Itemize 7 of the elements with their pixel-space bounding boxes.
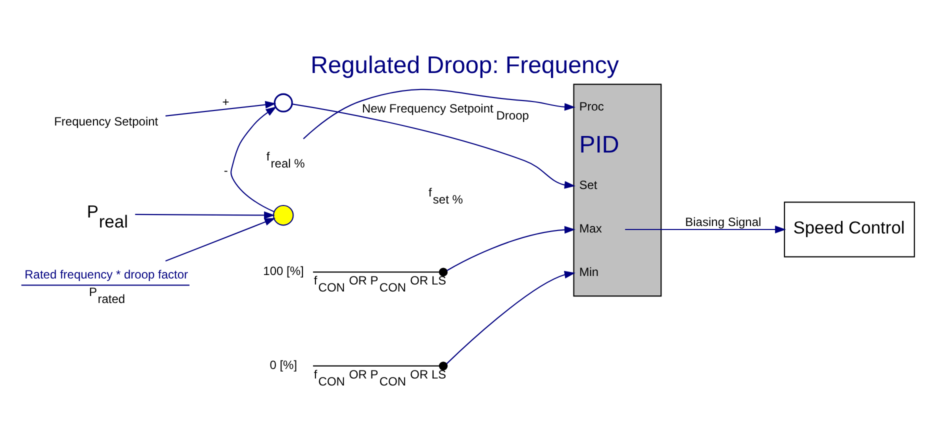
edge-label: + xyxy=(222,94,230,109)
edge-label: - xyxy=(224,164,228,178)
diagram-title: Regulated Droop: Frequency xyxy=(310,52,619,79)
node-text: Frequency Setpoint xyxy=(54,114,158,129)
edge-label: Biasing Signal xyxy=(685,215,762,230)
node-text: 100 [%] xyxy=(263,264,304,278)
node-text: 0 [%] xyxy=(270,358,298,372)
